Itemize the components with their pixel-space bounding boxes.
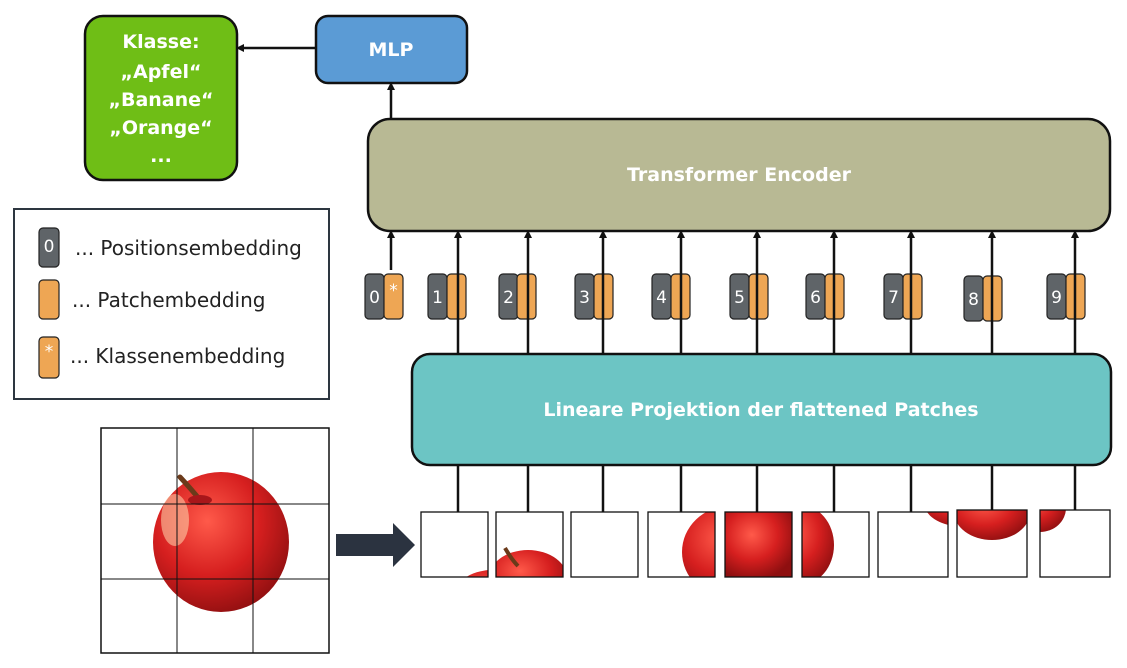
patch-5 [724,511,793,578]
patch-2 [495,511,564,578]
class-box-line1: Klasse: [122,31,199,53]
token-index-1: 1 [432,288,443,308]
patch-3 [570,511,639,578]
encoder-input-arrows [387,230,1079,354]
patch-embedding-2 [516,273,537,320]
legend-position-label: ... Positionsembedding [75,236,302,260]
token-pair-0: 0* [364,273,404,320]
token-index-5: 5 [734,288,745,308]
token-index-7: 7 [888,288,899,308]
patch-7 [877,511,949,578]
apple-image [100,427,330,654]
legend-patch-label: ... Patchembedding [72,288,265,312]
token-index-9: 9 [1051,288,1062,308]
token-index-6: 6 [810,288,821,308]
token-index-3: 3 [579,288,590,308]
patch-embedding-1 [446,273,467,320]
legend-class-symbol: * [45,342,54,362]
class-box-line3: „Banane“ [108,89,213,111]
mlp-label: MLP [369,39,414,61]
class-token-symbol: * [389,281,398,301]
token-pair-1: 1 [427,273,467,320]
token-pair-8: 8 [963,275,1003,322]
token-pair-5: 5 [729,273,769,320]
class-box-line4: „Orange“ [109,117,212,139]
image-patches [420,509,1111,578]
legend-class-swatch [38,336,60,379]
patch-4 [647,511,716,578]
token-pair-6: 6 [805,273,845,320]
token-pair-3: 3 [574,273,614,320]
legend-position-swatch [38,227,60,268]
transformer-encoder-box: Transformer Encoder [366,117,1112,233]
encoder-label: Transformer Encoder [627,164,852,186]
legend: 0 ... Positionsembedding ... Patchembedd… [13,208,330,400]
token-pair-9: 9 [1046,273,1086,320]
token-pair-7: 7 [883,273,923,320]
token-index-0: 0 [369,288,380,308]
class-output-box: Klasse: „Apfel“ „Banane“ „Orange“ ... [83,14,239,182]
patch-to-projection-lines [456,465,1077,512]
patch-embedding-7 [902,273,923,320]
token-pair-2: 2 [498,273,537,320]
patch-8 [956,509,1028,578]
class-box-line2: „Apfel“ [121,61,202,83]
patch-6 [801,511,870,578]
patch-embedding-0 [383,273,404,320]
class-box-line5: ... [150,145,172,167]
patch-9 [1039,509,1111,578]
token-index-4: 4 [656,288,667,308]
projection-label: Lineare Projektion der flattened Patches [543,399,978,421]
token-index-8: 8 [968,290,979,310]
mlp-box: MLP [314,14,469,85]
token-index-2: 2 [503,288,514,308]
patch-embedding-5 [748,273,769,320]
legend-class-label: ... Klassenembedding [70,344,285,368]
patch-1 [420,511,489,578]
linear-projection-box: Lineare Projektion der flattened Patches [410,352,1113,467]
legend-patch-swatch [38,279,60,320]
token-pair-4: 4 [651,273,691,320]
legend-position-symbol: 0 [44,237,55,257]
arrow-right-icon [336,523,415,567]
